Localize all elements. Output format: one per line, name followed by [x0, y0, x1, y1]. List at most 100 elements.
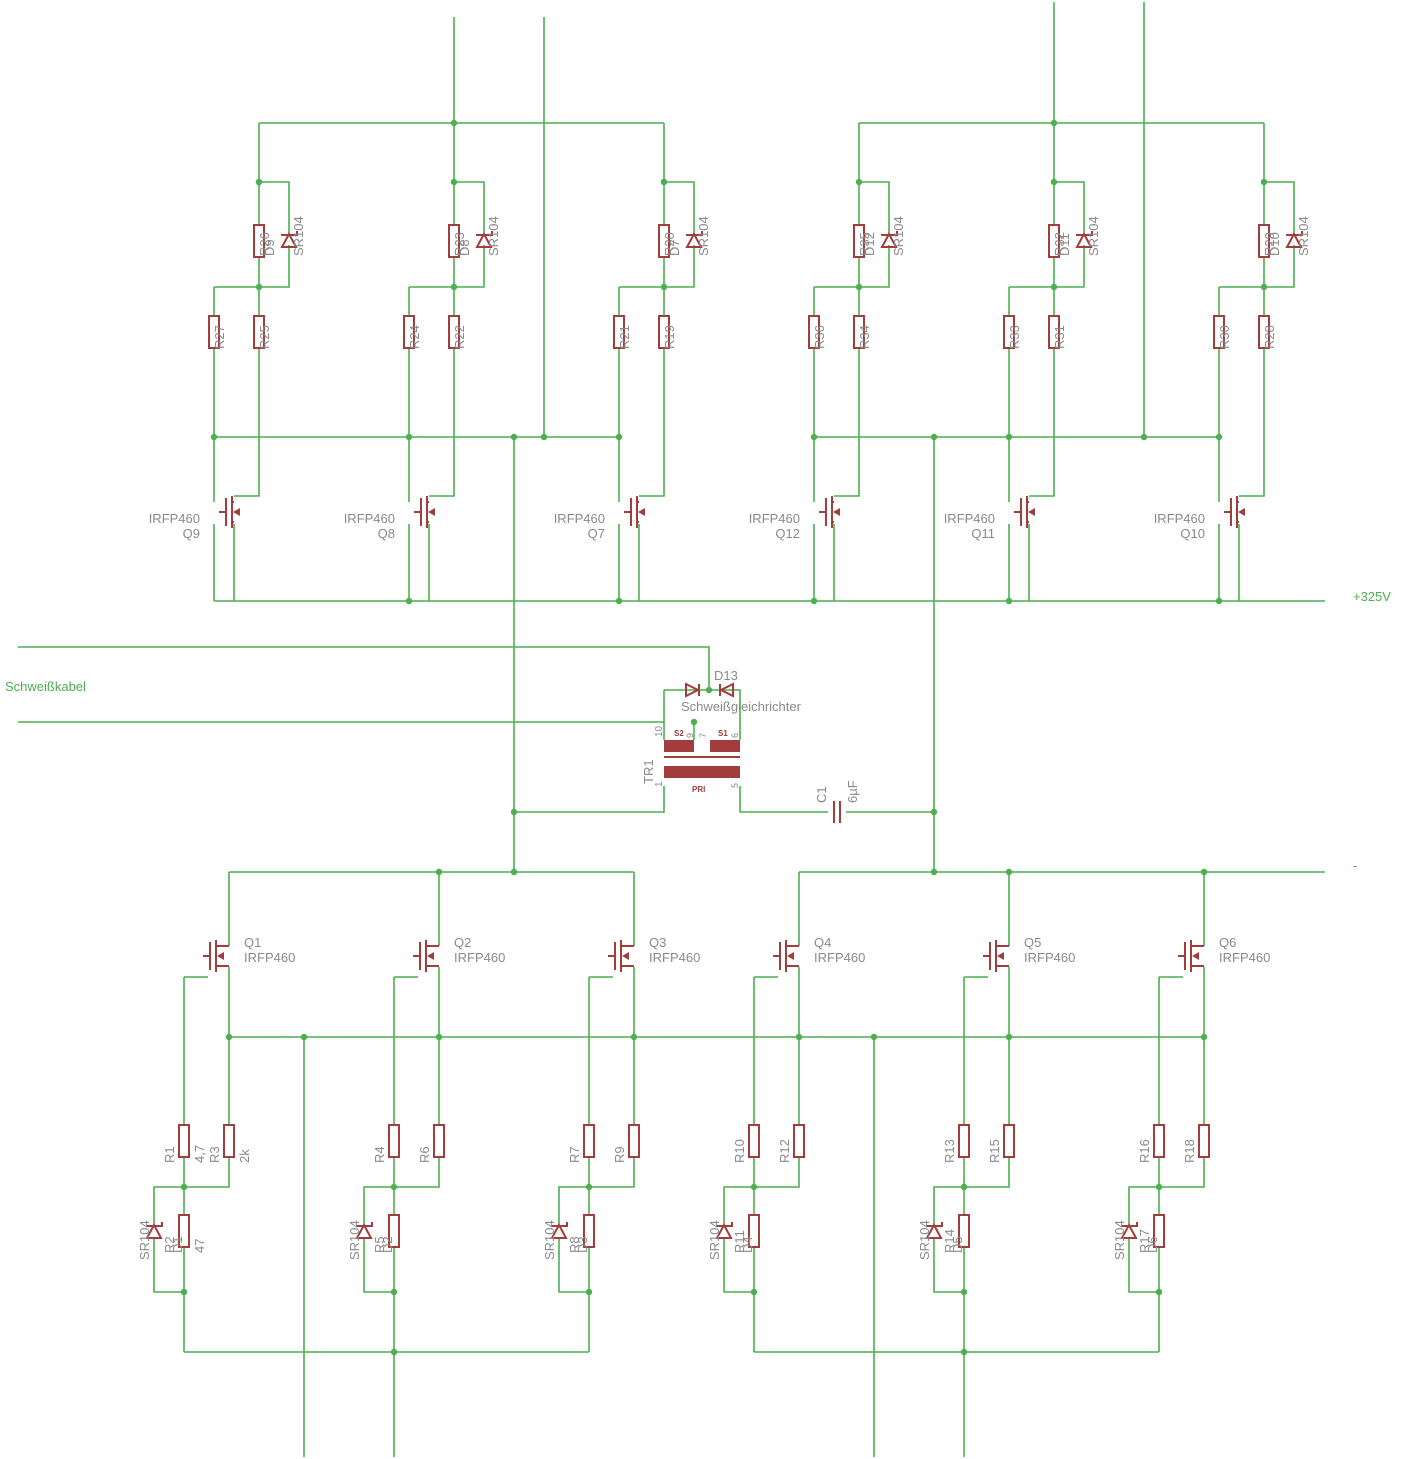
wire — [558, 1237, 589, 1293]
bottom-mosfet-value-label: IRFP460 — [649, 950, 700, 965]
bottom-bypass-resistor — [388, 1214, 400, 1248]
junction-dot — [1260, 178, 1268, 186]
junction-dot — [180, 1183, 188, 1191]
bottom-zener-value-label: SR104 — [347, 1220, 362, 1260]
rectifier-name-label: D13 — [714, 668, 738, 683]
bottom-drain-resistor — [1198, 1124, 1210, 1158]
top-gate-resistor — [1213, 315, 1225, 349]
wire — [184, 1157, 230, 1188]
top-zener-diode — [280, 231, 298, 248]
junction-dot — [255, 178, 263, 186]
junction-dot — [405, 597, 413, 605]
bottom-mosfet-arrow — [217, 952, 224, 960]
wire — [558, 1186, 589, 1224]
top-zener-diode-bar — [476, 231, 493, 236]
bottom-drain-resistor — [1003, 1124, 1015, 1158]
wire — [153, 1186, 184, 1224]
top-zener-value-label: SR104 — [696, 216, 711, 256]
wire — [933, 1186, 964, 1224]
wire — [664, 689, 741, 740]
junction-dot — [1215, 433, 1223, 441]
rectifier-diode-a — [685, 682, 701, 698]
bottom-zener-value-label: SR104 — [1112, 1220, 1127, 1260]
wire — [363, 1186, 394, 1224]
junction-dot — [1140, 433, 1148, 441]
junction-dot — [705, 686, 713, 694]
bottom-gate-resistor — [388, 1124, 400, 1158]
bottom-zener-diode — [145, 1222, 163, 1239]
bottom-drain-res-label: R18 — [1182, 1139, 1197, 1163]
bottom-bypass-resistor — [583, 1214, 595, 1248]
top-gate-res-label: R24 — [407, 325, 422, 349]
top-mosfet-name-label: Q8 — [378, 526, 395, 541]
junction-dot — [255, 283, 263, 291]
top-drain-res-label: R22 — [452, 325, 467, 349]
top-bypass-resistor — [253, 224, 265, 258]
wire — [1054, 181, 1085, 233]
top-drain-resistor — [853, 315, 865, 349]
junction-dot — [960, 1348, 968, 1356]
junction-dot — [435, 1033, 443, 1041]
bottom-bypass-label: R2 — [162, 1236, 177, 1253]
transformer-pin-1: 1 — [654, 781, 665, 787]
bottom-gate-res-label: R4 — [372, 1146, 387, 1163]
bottom-mosfet-arrow — [1192, 952, 1199, 960]
junction-dot — [1260, 283, 1268, 291]
junction-dot — [630, 1033, 638, 1041]
top-zener-diode — [475, 231, 493, 248]
top-drain-resistor — [448, 315, 460, 349]
bottom-zener-diode-bar — [356, 1222, 373, 1227]
bottom-zener-name-label: D5 — [950, 1236, 965, 1253]
top-zener-diode-bar — [1076, 231, 1093, 236]
junction-dot — [615, 597, 623, 605]
wire — [259, 181, 290, 233]
top-mosfet-arrow — [638, 508, 645, 516]
bottom-zener-value-label: SR104 — [137, 1220, 152, 1260]
junction-dot — [225, 1033, 233, 1041]
wire — [664, 181, 695, 233]
weld-cable-label: Schweißkabel — [5, 679, 86, 694]
bottom-gate-res-label: R7 — [567, 1146, 582, 1163]
top-drain-res-label: R34 — [857, 325, 872, 349]
top-zener-value-label: SR104 — [1086, 216, 1101, 256]
junction-dot — [690, 718, 698, 726]
junction-dot — [390, 1348, 398, 1356]
wire — [1029, 348, 1055, 497]
junction-dot — [180, 1288, 188, 1296]
junction-dot — [1050, 119, 1058, 127]
wire — [1159, 1157, 1205, 1188]
bottom-zener-diode-bar — [1121, 1222, 1138, 1227]
top-drain-resistor — [1048, 315, 1060, 349]
wire — [1264, 245, 1295, 288]
bottom-mosfet-arrow — [997, 952, 1004, 960]
wire — [18, 646, 710, 690]
bottom-mosfet-value-label: IRFP460 — [244, 950, 295, 965]
top-zener-diode — [1075, 231, 1093, 248]
bottom-gate-resistor — [178, 1124, 190, 1158]
junction-dot — [930, 868, 938, 876]
junction-dot — [510, 868, 518, 876]
bottom-drain-res-value-label: 2k — [237, 1149, 252, 1163]
top-zener-value-label: SR104 — [291, 216, 306, 256]
top-zener-value-label: SR104 — [486, 216, 501, 256]
top-gate-res-label: R27 — [212, 325, 227, 349]
bottom-zener-name-label: D6 — [1145, 1236, 1160, 1253]
wire — [153, 1237, 184, 1293]
bottom-drain-res-label: R12 — [777, 1139, 792, 1163]
wires — [18, 2, 1325, 1457]
bottom-mosfet-arrow — [787, 952, 794, 960]
wire — [723, 1186, 754, 1224]
transformer-pin-5: 5 — [730, 783, 740, 788]
junction-dot — [585, 1183, 593, 1191]
top-mosfet-name-label: Q7 — [588, 526, 605, 541]
bottom-bypass-value-label: 47 — [192, 1239, 207, 1253]
wire — [429, 348, 455, 497]
top-zener-name-label: D12 — [862, 232, 877, 256]
wire — [754, 1157, 800, 1188]
junction-dot — [615, 433, 623, 441]
bottom-bypass-label: R14 — [942, 1229, 957, 1253]
top-zener-diode-bar — [281, 231, 298, 236]
junction-dot — [435, 868, 443, 876]
junction-dot — [1005, 1033, 1013, 1041]
junction-dot — [210, 433, 218, 441]
